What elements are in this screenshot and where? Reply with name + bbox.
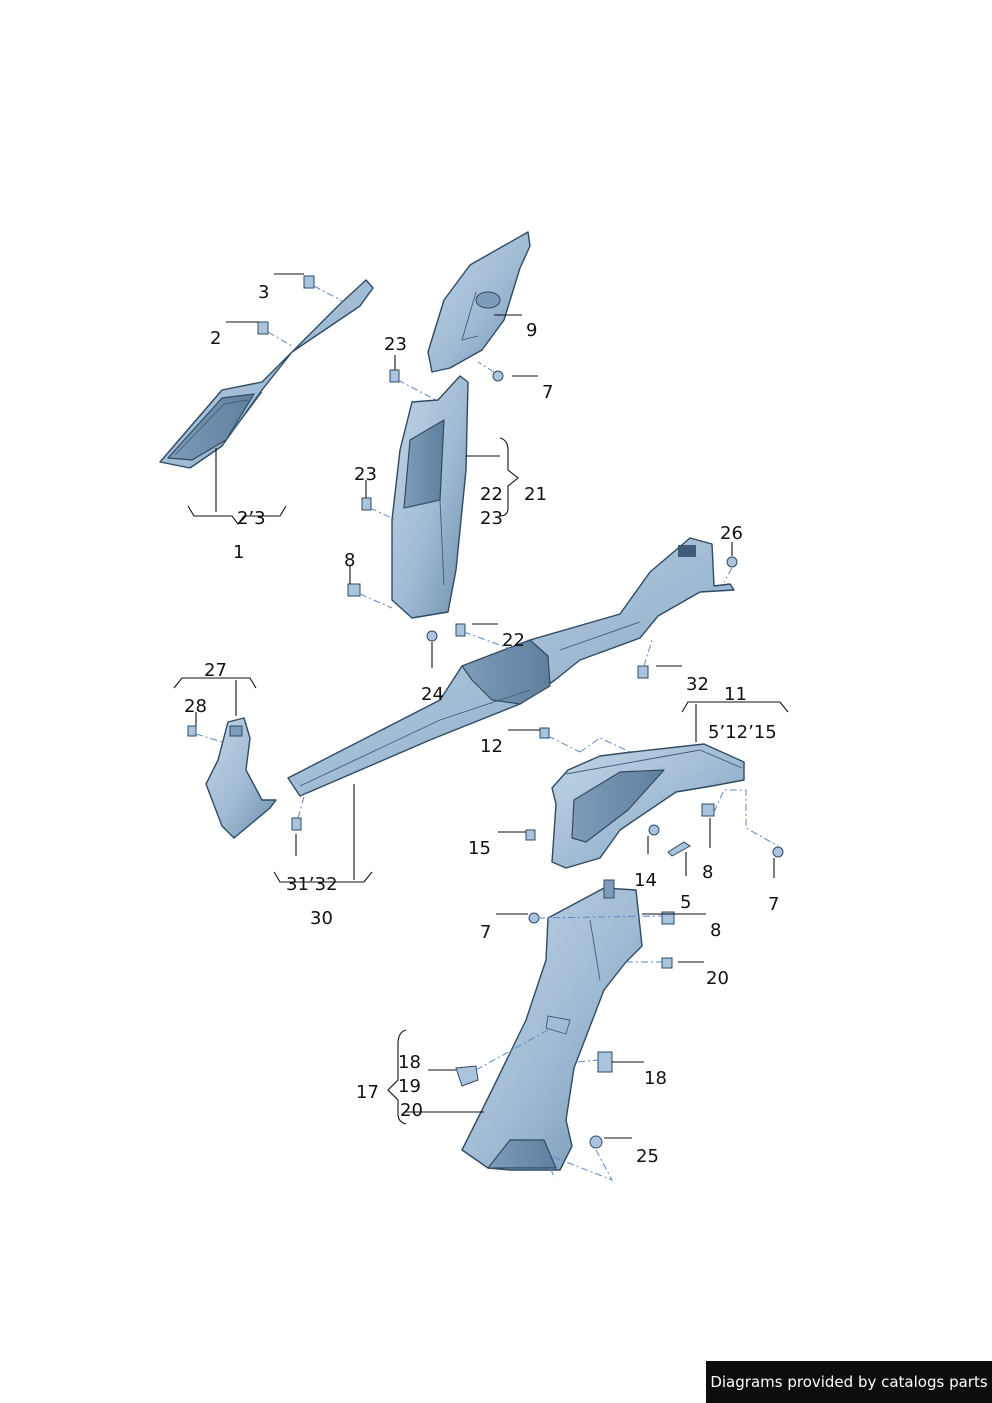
label-26: 26 (720, 523, 743, 544)
clip-23a (389, 369, 400, 383)
footer-credit: Diagrams provided by catalogs parts (706, 1361, 992, 1403)
clip-2 (257, 321, 269, 335)
clip-20a (661, 957, 673, 969)
label-30: 30 (310, 908, 333, 929)
label-8: 8 (344, 550, 355, 571)
label-14: 14 (634, 870, 657, 891)
label-25: 25 (636, 1146, 659, 1167)
label-27: 27 (204, 660, 227, 681)
label-19: 19 (398, 1076, 421, 1097)
label-32: 32 (686, 674, 709, 695)
label-28: 28 (184, 696, 207, 717)
label-7: 7 (480, 922, 491, 943)
label-21: 21 (524, 484, 547, 505)
label-22: 22 (502, 630, 525, 651)
label-20: 20 (706, 968, 729, 989)
label-11: 11 (724, 684, 747, 705)
clip-28 (187, 725, 197, 737)
label-12: 12 (480, 736, 503, 757)
label-23: 23 (480, 508, 503, 529)
lower-b-pillar-trim (391, 375, 469, 619)
upper-b-pillar-trim (427, 231, 531, 373)
label-7: 7 (768, 894, 779, 915)
screw-7a (492, 370, 504, 382)
clip-8c (661, 911, 675, 925)
label-23: 23 (354, 464, 377, 485)
clip-12 (539, 727, 550, 739)
label-20: 20 (400, 1100, 423, 1121)
bracket-18a (455, 1065, 479, 1087)
screw-7b (772, 846, 784, 858)
clip-32b (291, 817, 302, 831)
nut-25 (589, 1135, 603, 1149)
screw-24 (426, 630, 438, 642)
clip-8a (347, 583, 361, 597)
label-3: 3 (258, 282, 269, 303)
hook-5 (667, 841, 691, 857)
label-31-32-group: 31’32 (286, 874, 338, 895)
label-1: 1 (233, 542, 244, 563)
label-18: 18 (644, 1068, 667, 1089)
label-5-12-15-group: 5’12’15 (708, 722, 777, 743)
label-5: 5 (680, 892, 691, 913)
sill-panel (287, 537, 735, 797)
kick-panel-trim (205, 717, 277, 839)
clip-26 (726, 556, 738, 568)
c-pillar-tall-trim (461, 879, 643, 1171)
label-8: 8 (710, 920, 721, 941)
label-22: 22 (480, 484, 503, 505)
clip-22b (455, 623, 466, 637)
label-23: 23 (384, 334, 407, 355)
c-pillar-lower-trim (551, 743, 745, 869)
label-24: 24 (421, 684, 444, 705)
label-8: 8 (702, 862, 713, 883)
label-15: 15 (468, 838, 491, 859)
assembly-lines (195, 285, 779, 1181)
clip-15 (525, 829, 536, 841)
clip-3 (303, 275, 315, 289)
screw-7c (528, 912, 540, 924)
label-7: 7 (542, 382, 553, 403)
clip-8b (701, 803, 715, 817)
leader-lines (173, 273, 789, 1139)
clip-32a (637, 665, 649, 679)
clip-18b (597, 1051, 613, 1073)
fastener-clips (187, 275, 784, 1149)
a-pillar-trim (159, 279, 374, 469)
label-18: 18 (398, 1052, 421, 1073)
clip-23b (361, 497, 372, 511)
label-2-3-group: 2’3 (237, 508, 266, 529)
label-2: 2 (210, 328, 221, 349)
screw-14 (648, 824, 660, 836)
label-17: 17 (356, 1082, 379, 1103)
part-labels: 3 2 9 23 7 23 22 21 23 2’3 1 26 8 22 32 … (184, 282, 779, 1167)
label-9: 9 (526, 320, 537, 341)
